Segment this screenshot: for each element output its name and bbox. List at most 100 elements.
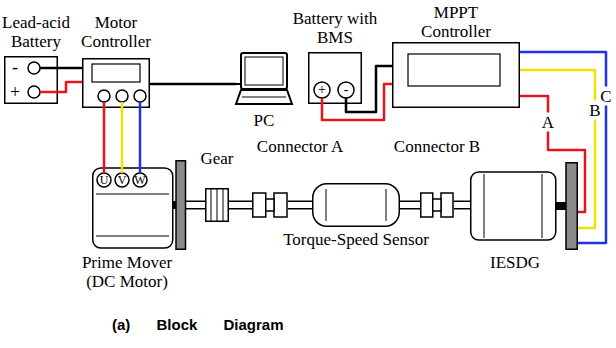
generator-body: IESDG bbox=[470, 162, 578, 250]
drawing-stroke bbox=[92, 64, 140, 82]
shape-outline bbox=[252, 190, 288, 220]
drawing-stroke bbox=[40, 91, 58, 94]
drawing-stroke bbox=[241, 53, 287, 89]
figure-caption: (a) Block Diagram bbox=[112, 316, 284, 333]
drawing-stroke bbox=[28, 86, 40, 98]
mppt-box: MPPT Controller bbox=[392, 42, 520, 108]
drawing-stroke bbox=[313, 184, 400, 227]
shape-outline bbox=[308, 52, 362, 104]
drawing-stroke bbox=[421, 193, 433, 217]
shape-outline bbox=[82, 58, 150, 108]
drawing-stroke bbox=[121, 160, 124, 173]
drawing-stroke bbox=[236, 83, 241, 85]
pin-name: W bbox=[134, 174, 145, 186]
drawing-stroke bbox=[96, 236, 169, 237]
shaft-outline bbox=[229, 201, 252, 210]
drive-shaft bbox=[186, 202, 205, 208]
gear-body: Gear bbox=[205, 188, 229, 222]
drawing-stroke bbox=[245, 57, 283, 85]
part-label: Gear bbox=[192, 150, 242, 169]
drawing-stroke bbox=[116, 90, 128, 102]
shaft-outline bbox=[454, 201, 470, 210]
drawing-stroke bbox=[5, 57, 58, 104]
drive-shaft bbox=[454, 202, 470, 208]
wire bbox=[150, 83, 236, 86]
shaft-outline bbox=[288, 201, 312, 210]
part-label: Prime Mover (DC Motor) bbox=[72, 254, 182, 291]
drive-shaft bbox=[288, 202, 312, 208]
drawing-stroke bbox=[133, 173, 147, 187]
coupling-b: Connector B bbox=[420, 190, 454, 220]
sensor-body: Torque-Speed Sensor bbox=[312, 183, 400, 227]
drawing-stroke bbox=[134, 90, 146, 102]
drawing-stroke bbox=[441, 193, 453, 217]
part-label: Lead-acid Battery bbox=[2, 14, 70, 51]
shape-outline bbox=[392, 42, 520, 108]
drawing-stroke bbox=[115, 173, 129, 187]
drawing-stroke bbox=[471, 172, 556, 240]
drawing-stroke bbox=[206, 189, 229, 222]
drawing-stroke bbox=[433, 199, 441, 211]
part-label: Motor Controller bbox=[72, 14, 160, 51]
wire bbox=[121, 108, 124, 160]
drawing-stroke bbox=[386, 189, 387, 221]
pin-name: V bbox=[118, 174, 127, 186]
drawing-stroke bbox=[139, 160, 142, 173]
wire bbox=[58, 82, 82, 92]
terminal-sign: - bbox=[344, 83, 349, 97]
part-label: Torque-Speed Sensor bbox=[271, 231, 441, 250]
wire bbox=[58, 67, 82, 70]
shaft-outline bbox=[400, 201, 420, 210]
shape-outline bbox=[236, 52, 292, 110]
drawing-stroke bbox=[253, 193, 266, 217]
drawing-stroke bbox=[236, 90, 292, 104]
drawing-stroke bbox=[326, 189, 327, 221]
drawing-stroke bbox=[408, 54, 500, 86]
part-label: PC bbox=[232, 112, 296, 131]
terminal-sign: + bbox=[10, 83, 20, 101]
drawing-stroke bbox=[542, 174, 543, 238]
drive-shaft bbox=[229, 202, 252, 208]
drawing-stroke bbox=[83, 59, 150, 108]
controller-box: Motor Controller bbox=[82, 58, 150, 108]
drawing-stroke bbox=[103, 160, 106, 173]
terminal-sign: + bbox=[318, 83, 326, 97]
drawing-stroke bbox=[274, 193, 287, 217]
drawing-stroke bbox=[338, 82, 354, 98]
drive-shaft bbox=[400, 202, 420, 208]
drawing-stroke bbox=[393, 43, 520, 108]
coupling-a: Connector A bbox=[252, 190, 288, 220]
drawing-stroke bbox=[217, 189, 218, 221]
drawing-stroke bbox=[96, 194, 169, 195]
shape-outline bbox=[205, 188, 229, 222]
part-label: Connector A bbox=[245, 138, 355, 157]
drawing-stroke bbox=[314, 82, 330, 98]
drawing-stroke bbox=[309, 53, 362, 104]
drawing-stroke bbox=[321, 98, 324, 104]
drawing-stroke bbox=[566, 163, 577, 250]
bms-battery-box: Battery with BMS bbox=[308, 52, 362, 104]
drawing-stroke bbox=[97, 173, 111, 187]
drawing-stroke bbox=[484, 174, 485, 238]
part-label: MPPT Controller bbox=[400, 4, 512, 41]
shape-outline bbox=[312, 183, 400, 227]
part-label: Battery with BMS bbox=[290, 10, 380, 47]
drawing-stroke bbox=[345, 98, 348, 104]
wire-label: C bbox=[599, 87, 612, 106]
drawing-stroke bbox=[28, 62, 40, 74]
drawing-stroke bbox=[121, 102, 124, 108]
pin-name: U bbox=[100, 174, 109, 186]
drawing-stroke bbox=[93, 168, 173, 248]
drawing-stroke bbox=[103, 102, 106, 108]
drawing-stroke bbox=[211, 189, 212, 221]
drawing-stroke bbox=[139, 102, 142, 108]
drawing-stroke bbox=[242, 97, 286, 98]
wire-label: A bbox=[541, 113, 555, 132]
laptop-icon: PC bbox=[236, 52, 292, 110]
shape-outline bbox=[470, 162, 578, 250]
terminal-sign: - bbox=[12, 58, 18, 76]
drawing-stroke bbox=[266, 199, 274, 211]
drawing-stroke bbox=[40, 67, 58, 70]
wire bbox=[139, 108, 142, 160]
